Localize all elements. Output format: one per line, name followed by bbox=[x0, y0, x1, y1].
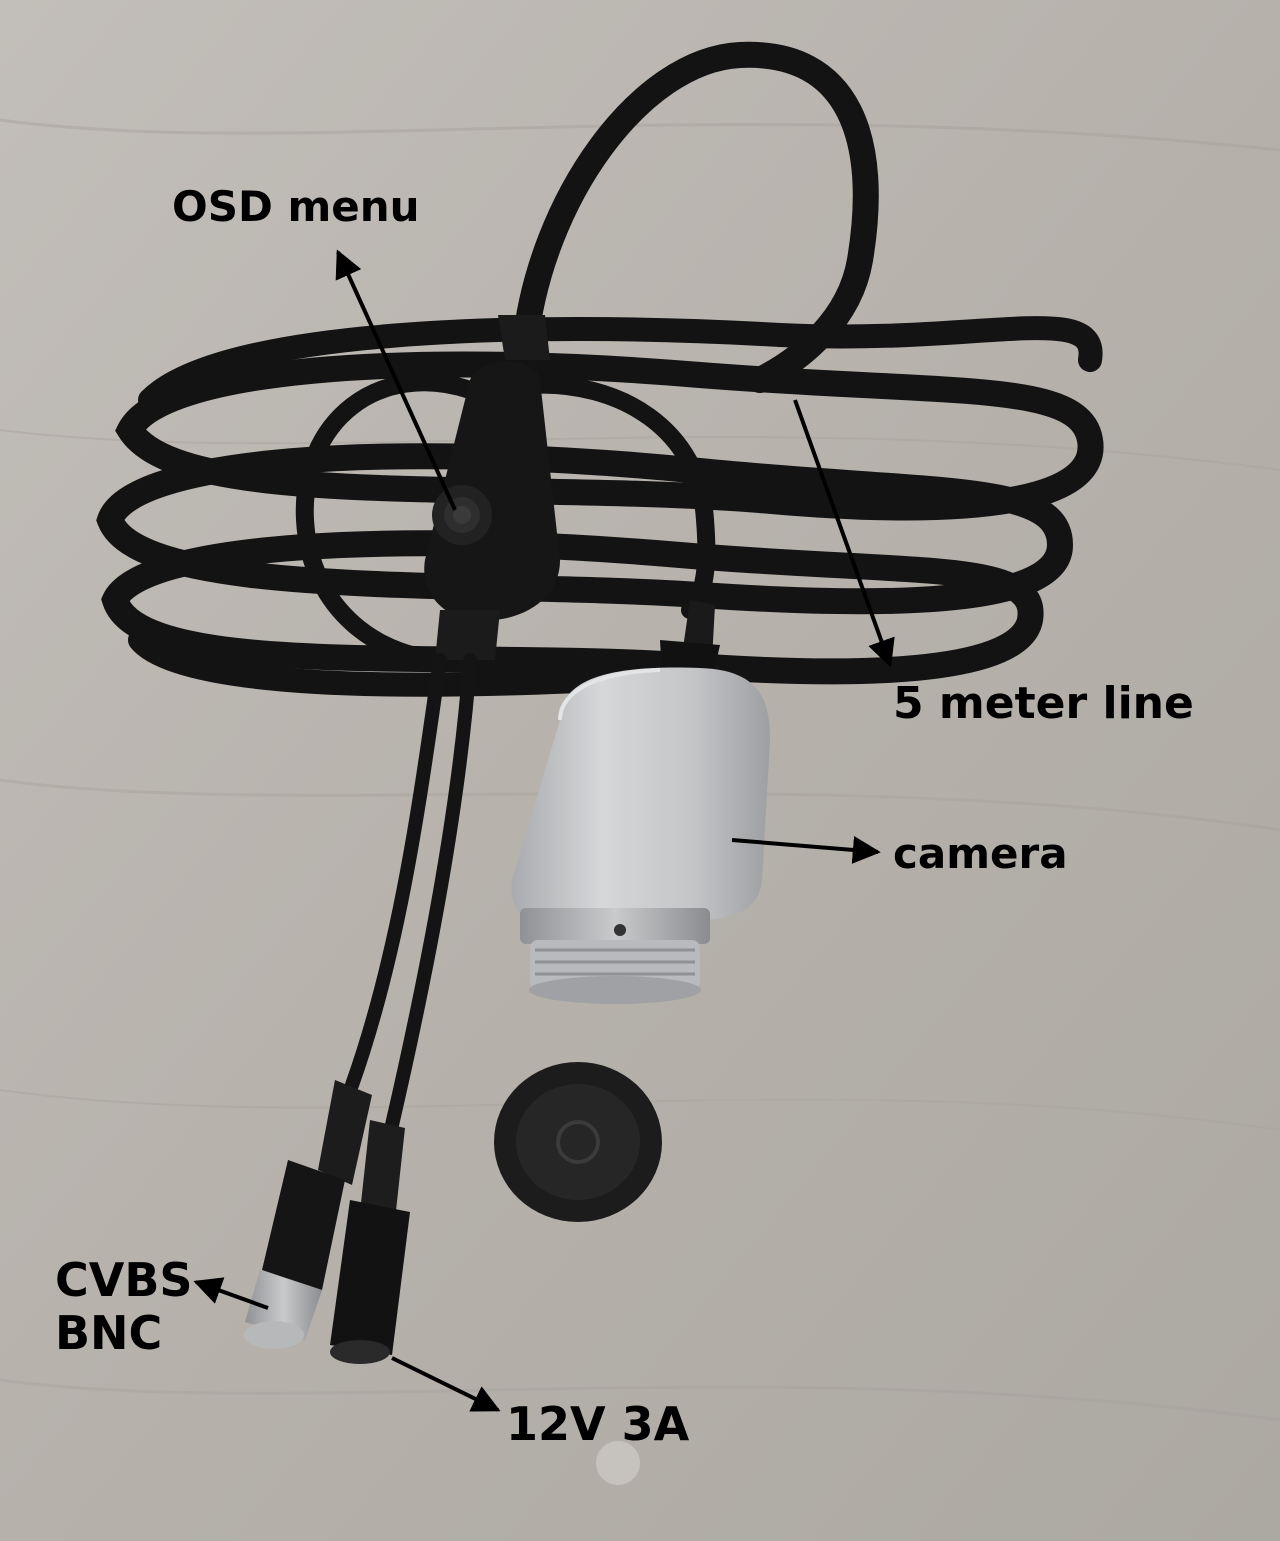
bnc-arrow bbox=[193, 1277, 269, 1310]
camera-label: camera bbox=[893, 829, 1068, 878]
lens-cap bbox=[494, 1062, 662, 1222]
power-spec-label: 12V 3A bbox=[506, 1397, 690, 1451]
line-arrow bbox=[793, 399, 895, 668]
osd-arrow bbox=[335, 249, 457, 511]
dc-power-connector bbox=[330, 1120, 410, 1364]
power-arrow bbox=[391, 1356, 501, 1412]
bnc-connector bbox=[244, 1080, 372, 1349]
cvbs-bnc-label: CVBS BNC bbox=[55, 1254, 193, 1360]
cvbs-text: CVBS bbox=[55, 1253, 193, 1307]
camera-body bbox=[511, 667, 770, 1004]
osd-menu-label: OSD menu bbox=[172, 182, 420, 231]
camera-arrow bbox=[731, 835, 881, 864]
coiled-cable bbox=[96, 41, 1104, 697]
tail-cables bbox=[345, 653, 477, 1132]
bnc-text: BNC bbox=[55, 1305, 163, 1360]
annotation-arrows bbox=[193, 249, 895, 1412]
cable-length-label: 5 meter line bbox=[893, 678, 1194, 729]
